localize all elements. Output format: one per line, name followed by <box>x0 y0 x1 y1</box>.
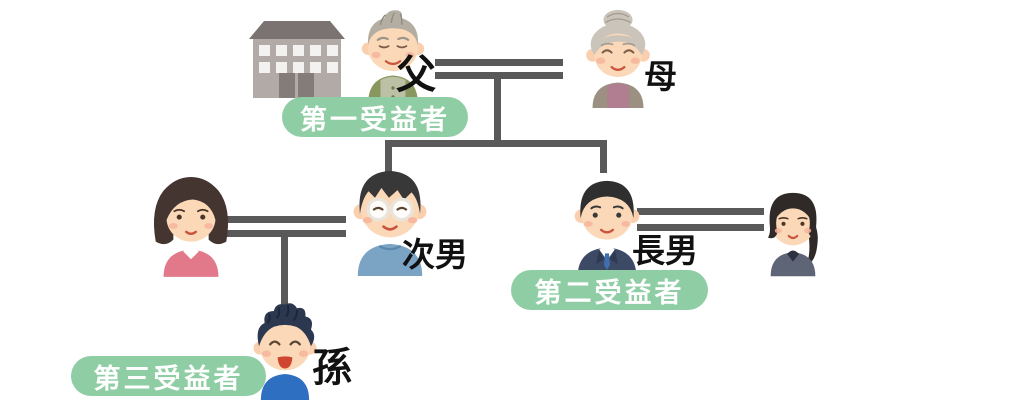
woman-pink-top-icon <box>142 166 240 280</box>
marriage-line-second-son-top <box>222 216 346 223</box>
first-beneficiary-badge: 第一受益者 <box>282 97 468 137</box>
descent-line-grandson <box>281 237 288 305</box>
building-icon <box>246 18 348 98</box>
descent-line-parents <box>494 79 501 143</box>
sibling-bar <box>385 140 607 147</box>
marriage-line-eldest-son-top <box>637 208 764 215</box>
marriage-line-father-mother-top <box>435 59 563 66</box>
grandson-label: 孫 <box>312 345 352 390</box>
marriage-line-eldest-son-bottom <box>637 224 764 231</box>
sibling-drop-second-son <box>385 147 392 173</box>
elderly-man-icon <box>338 6 448 104</box>
father-label: 父 <box>396 52 436 97</box>
eldest-son-label: 長男 <box>632 234 698 270</box>
mother-label: 母 <box>644 60 677 96</box>
boy-curly-hair-icon <box>238 298 332 400</box>
third-beneficiary-badge: 第三受益者 <box>71 356 266 396</box>
marriage-line-father-mother-bottom <box>435 72 563 79</box>
sibling-drop-eldest-son <box>600 147 607 173</box>
man-suit-icon <box>558 168 656 278</box>
second-beneficiary-badge: 第二受益者 <box>511 270 708 310</box>
elderly-woman-icon <box>566 8 670 108</box>
marriage-line-second-son-bottom <box>222 230 346 237</box>
second-son-label: 次男 <box>402 238 468 274</box>
woman-suit-ponytail-icon <box>750 174 836 284</box>
young-man-glasses-icon <box>336 158 444 276</box>
